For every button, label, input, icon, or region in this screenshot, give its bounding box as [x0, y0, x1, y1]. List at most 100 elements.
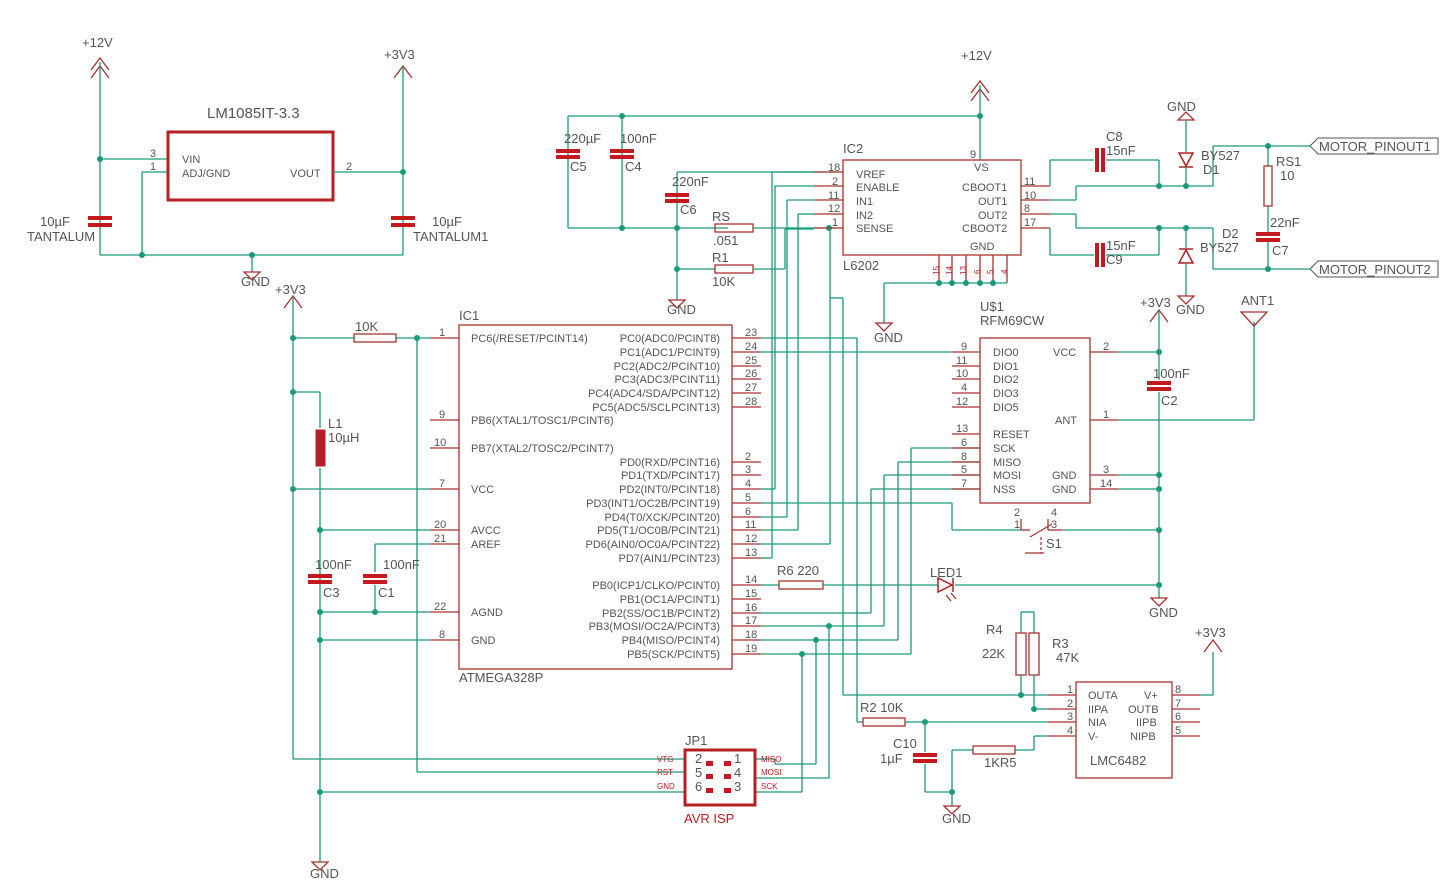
mcu-gnd: GND: [471, 635, 496, 647]
cout-value: 10µF: [432, 214, 462, 229]
p3v3-symbol-opamp: +3V3: [1195, 625, 1226, 653]
rs1-value: 10: [1280, 168, 1294, 183]
opamp-vminus: V-: [1088, 731, 1099, 743]
isp-ref: JP1: [685, 733, 707, 748]
c10-name: C10: [893, 736, 917, 751]
s1-name: S1: [1046, 536, 1062, 551]
reg-num-1: 1: [150, 161, 156, 173]
p12v-symbol-left: +12V: [82, 35, 113, 79]
isp-n6: 6: [695, 779, 702, 794]
isp-connector-body: [683, 748, 757, 807]
gnd-label-d1: GND: [1167, 99, 1196, 114]
l1-name: L1: [328, 416, 342, 431]
rfm-sck: SCK: [993, 443, 1016, 455]
l6202-cboot1: CBOOT1: [962, 182, 1007, 194]
rfm-left-pins: DIO0 DIO1 DIO2 DIO3 DIO5 RESET SCK MISO …: [952, 341, 1030, 496]
rfm-n6: 6: [961, 437, 967, 449]
mcu-n19: 19: [745, 643, 757, 655]
rfm-n14: 14: [1100, 478, 1112, 490]
l6202-gnd-pins: 15 14 13 6 5 4: [932, 255, 1009, 283]
isp-n4: 4: [734, 765, 741, 780]
rfm-dio5: DIO5: [993, 402, 1019, 414]
p3v3-label-mcu: +3V3: [275, 282, 306, 297]
c9-name: C9: [1106, 252, 1123, 267]
p3v3-label-opamp: +3V3: [1195, 625, 1226, 640]
l6202-n5: 5: [986, 269, 995, 274]
s1-pin2: 2: [1014, 507, 1020, 519]
rfm-miso: MISO: [993, 457, 1022, 469]
rfm-n8: 8: [961, 451, 967, 463]
opamp-name: LMC6482: [1090, 753, 1146, 768]
rfm-gnd1: GND: [1052, 470, 1077, 482]
r4-value: 22K: [982, 646, 1005, 661]
mcu-n25: 25: [745, 355, 757, 367]
mcu-n17: 17: [745, 615, 757, 627]
c6-value: 220nF: [672, 174, 709, 189]
c2-value: 100nF: [1153, 366, 1190, 381]
mcu-n22: 22: [434, 601, 446, 613]
rfm-n2: 2: [1103, 341, 1109, 353]
mcu-pb7: PB7(XTAL2/TOSC2/PCINT7): [471, 443, 614, 455]
l6202-out2: OUT2: [978, 210, 1007, 222]
led-icon: LED1: [930, 565, 963, 602]
c3-value: 100nF: [315, 557, 352, 572]
opamp-iipb: IIPB: [1136, 717, 1157, 729]
l6202-enable: ENABLE: [856, 182, 899, 194]
isp-section: JP1 AVR ISP VTG RST GND MISO MOSI SCK 2 …: [293, 733, 829, 826]
mcu-right-pins: PC0(ADC0/PCINT8) PC1(ADC1/PCINT9) PC2(AD…: [586, 333, 761, 661]
mcu-vcc: VCC: [471, 484, 494, 496]
l6202-n4: 4: [1000, 269, 1009, 274]
rfm-mosi: MOSI: [993, 470, 1021, 482]
l6202-sense: SENSE: [856, 223, 893, 235]
mcu-pc0: PC0(ADC0/PCINT8): [620, 333, 720, 345]
mcu-n11: 11: [745, 519, 756, 531]
mcu-n27: 27: [745, 382, 757, 394]
mcu-pd7: PD7(AIN1/PCINT23): [619, 553, 720, 565]
isp-pins: VTG RST GND MISO MOSI SCK 2 5 6 1 4 3: [657, 751, 781, 794]
c5-value: 220µF: [564, 131, 601, 146]
rfm-dio1: DIO1: [993, 361, 1019, 373]
gnd-label-l6202: GND: [874, 330, 903, 345]
cin-name: TANTALUM: [27, 229, 95, 244]
mcu-pc1: PC1(ADC1/PCINT9): [620, 347, 720, 359]
mcu-pb6: PB6(XTAL1/TOSC1/PCINT6): [471, 415, 614, 427]
l6202-n2: 2: [832, 176, 838, 188]
motor-pinout-1-label: MOTOR_PINOUT1: [1319, 139, 1431, 154]
r3-name: R3: [1052, 636, 1069, 651]
rfm-n11: 11: [956, 355, 967, 367]
opamp-n3: 3: [1067, 711, 1073, 723]
radio-section: U$1 RFM69CW DIO0 DIO1 DIO2 DIO3 DIO5 RES…: [930, 293, 1274, 620]
rfm-n10: 10: [956, 368, 968, 380]
mcu-n18: 18: [745, 629, 757, 641]
rfm-gnd2: GND: [1052, 484, 1077, 496]
mcu-n23: 23: [745, 327, 757, 339]
rfm-right-pins: VCC ANT GND GND 2 1 3 14: [1052, 341, 1118, 496]
opamp-vplus: V+: [1144, 690, 1158, 702]
mcu-avcc: AVCC: [471, 525, 501, 537]
rfm-n13: 13: [956, 423, 968, 435]
mcu-pd2: PD2(INT0/PCINT18): [619, 484, 720, 496]
c4-name: C4: [625, 159, 642, 174]
c2-name: C2: [1161, 393, 1178, 408]
p3v3-label-rfm: +3V3: [1140, 295, 1171, 310]
reg-num-3: 3: [150, 148, 156, 160]
rfm-n9: 9: [961, 341, 967, 353]
opamp-n1: 1: [1067, 684, 1073, 696]
isp-miso: MISO: [761, 755, 781, 764]
l6202-gnd: GND: [970, 241, 995, 253]
l6202-name: L6202: [843, 258, 879, 273]
motor-pinout-1-flag: MOTOR_PINOUT1: [1309, 137, 1439, 155]
p3v3-symbol-rfm: +3V3: [1140, 295, 1171, 323]
r2-label: R2 10K: [860, 700, 904, 715]
rfm-dio0: DIO0: [993, 347, 1019, 359]
c3-name: C3: [323, 585, 340, 600]
cout-name: TANTALUM1: [413, 229, 488, 244]
l6202-n15: 15: [932, 266, 941, 275]
mcu-n28: 28: [745, 396, 757, 408]
mcu-n9: 9: [439, 409, 445, 421]
p12v-label-left: +12V: [82, 35, 113, 50]
isp-n1: 1: [734, 751, 741, 766]
mcu-n4: 4: [745, 478, 751, 490]
l1-value: 10µH: [328, 430, 359, 445]
opamp-section: LMC6482 OUTA IIPA NIA V- V+ OUTB IIPB NI…: [843, 611, 1226, 826]
